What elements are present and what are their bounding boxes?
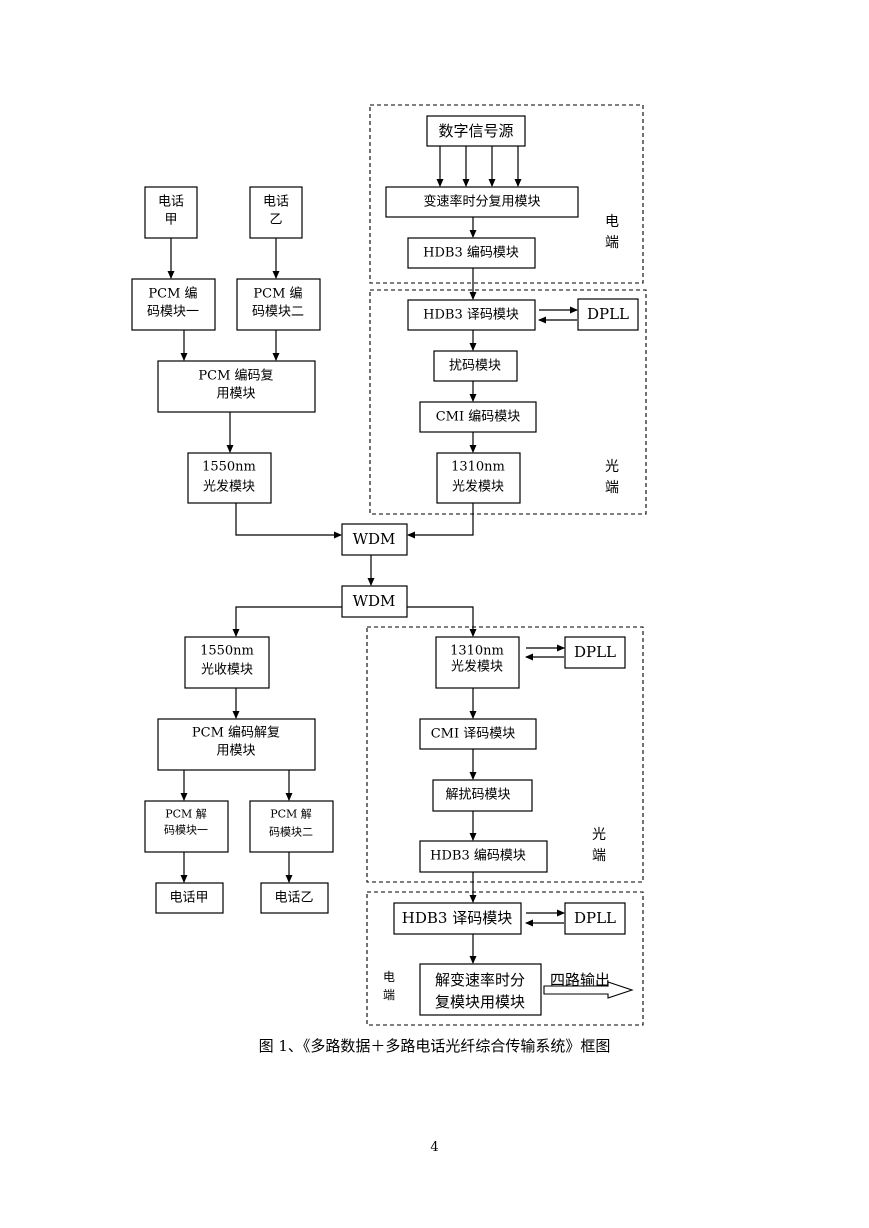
cmi-decoder-label: CMI 译码模块 bbox=[431, 727, 516, 742]
pcm-mux-label-2: 用模块 bbox=[216, 387, 255, 402]
tx-1310nm-block bbox=[436, 452, 521, 504]
rx-1550nm-block bbox=[184, 636, 270, 689]
phone-a-top-label-1: 电话 bbox=[158, 195, 184, 210]
phone-b-top-label-1: 电话 bbox=[263, 195, 289, 210]
tx-1550nm-label-1: 1550nm bbox=[202, 460, 256, 475]
dpll-2-label: DPLL bbox=[574, 643, 616, 661]
pcm-mux-label-1: PCM 编码复 bbox=[198, 369, 273, 384]
region-label-electrical-top-2: 端 bbox=[605, 235, 619, 251]
phone-a-bottom-block bbox=[155, 882, 224, 914]
variable-rate-tdm-label: 变速率时分复用模块 bbox=[423, 194, 540, 210]
region-optical-end-bottom bbox=[366, 626, 644, 883]
dpll-1-label: DPLL bbox=[587, 305, 629, 323]
pcm-demux-block bbox=[157, 718, 316, 771]
dpll-3-label: DPLL bbox=[574, 909, 616, 927]
pcm-decoder-2-label-1: PCM 解 bbox=[270, 807, 312, 821]
dpll-2-block bbox=[564, 636, 626, 669]
region-electrical-end-top bbox=[369, 104, 644, 284]
pcm-decoder-1-block bbox=[144, 800, 229, 853]
region-label-optical-bottom-1: 光 bbox=[592, 827, 606, 843]
phone-b-top-label-2: 乙 bbox=[269, 213, 282, 228]
region-label-optical-bottom-2: 端 bbox=[592, 848, 606, 864]
variable-rate-demux-block bbox=[419, 963, 542, 1016]
wdm-2-label: WDM bbox=[353, 592, 396, 610]
phone-b-bottom-block bbox=[260, 882, 329, 914]
pcm-decoder-2-label-2: 码模块二 bbox=[269, 826, 313, 839]
wdm-1-block bbox=[341, 523, 408, 556]
dpll-3-block bbox=[564, 902, 626, 935]
region-label-electrical-bottom-2: 端 bbox=[383, 988, 395, 1002]
descrambler-label: 解扰码模块 bbox=[445, 788, 510, 803]
phone-a-top-label-2: 甲 bbox=[164, 213, 177, 228]
pcm-encoder-1-label-2: 码模块一 bbox=[147, 305, 199, 320]
pcm-encoder-2-block bbox=[236, 278, 321, 331]
wdm-2-block bbox=[341, 585, 408, 618]
tx-1550nm-block bbox=[187, 452, 272, 504]
pcm-mux-block bbox=[157, 360, 316, 413]
phone-a-top-block bbox=[144, 186, 198, 239]
phone-b-top-block bbox=[249, 186, 303, 239]
pcm-decoder-2-block bbox=[249, 800, 334, 853]
rx-1310nm-block bbox=[435, 636, 520, 689]
tx-1310nm-label-1: 1310nm bbox=[451, 460, 505, 475]
pcm-encoder-2-label-1: PCM 编 bbox=[253, 287, 302, 302]
figure-caption: 图 1、《多路数据＋多路电话光纤综合传输系统》框图 bbox=[258, 1037, 611, 1055]
tx-1310nm-label-2: 光发模块 bbox=[452, 479, 504, 495]
variable-rate-tdm-block bbox=[385, 186, 579, 218]
arrow-wdm2-to-rx1550 bbox=[232, 606, 342, 637]
digital-signal-source-label: 数字信号源 bbox=[438, 122, 513, 140]
phone-b-bottom-label: 电话乙 bbox=[274, 891, 313, 906]
pcm-decoder-1-label-1: PCM 解 bbox=[165, 807, 207, 821]
region-electrical-end-bottom bbox=[366, 891, 644, 1026]
dpll-1-block bbox=[577, 298, 639, 331]
rx-1310nm-label-2: 光发模块 bbox=[451, 659, 503, 675]
hdb3-decoder-top-label: HDB3 译码模块 bbox=[423, 308, 519, 323]
hdb3-encoder-top-label: HDB3 编码模块 bbox=[423, 246, 519, 261]
scrambler-label: 扰码模块 bbox=[449, 359, 501, 374]
arrow-wdm2-to-rx1310 bbox=[407, 606, 477, 637]
cmi-decoder-block bbox=[419, 718, 537, 750]
pcm-demux-label-2: 用模块 bbox=[216, 744, 255, 759]
region-label-optical-top-2: 端 bbox=[605, 480, 619, 496]
pcm-encoder-2-label-2: 码模块二 bbox=[252, 305, 304, 320]
hdb3-encoder-bottom-block bbox=[419, 840, 548, 873]
pcm-demux-label-1: PCM 编码解复 bbox=[192, 726, 280, 741]
tx-1550nm-label-2: 光发模块 bbox=[203, 479, 255, 495]
hdb3-encoder-bottom-label: HDB3 编码模块 bbox=[430, 849, 526, 864]
page-number: 4 bbox=[430, 1140, 439, 1155]
variable-rate-demux-label-2: 复模块用模块 bbox=[435, 993, 525, 1011]
hdb3-encoder-top-block bbox=[407, 237, 536, 269]
region-optical-end-top bbox=[369, 289, 647, 515]
hdb3-decoder-bottom-label: HDB3 译码模块 bbox=[402, 909, 512, 927]
four-output-arrow-icon bbox=[543, 981, 634, 999]
descrambler-block bbox=[432, 779, 533, 812]
scrambler-block bbox=[433, 350, 518, 382]
rx-1550nm-label-1: 1550nm bbox=[200, 644, 254, 659]
region-label-electrical-top-1: 电 bbox=[605, 214, 619, 230]
phone-a-bottom-label: 电话甲 bbox=[169, 891, 208, 906]
pcm-encoder-1-label-1: PCM 编 bbox=[148, 287, 197, 302]
digital-signal-source-block bbox=[426, 115, 526, 147]
rx-1550nm-label-2: 光收模块 bbox=[201, 663, 253, 678]
rx-1310nm-label-1: 1310nm bbox=[450, 644, 504, 659]
arrow-tx1310-to-wdm1 bbox=[407, 503, 474, 539]
pcm-decoder-1-label-2: 码模块一 bbox=[164, 824, 208, 837]
variable-rate-demux-label-1: 解变速率时分 bbox=[435, 971, 525, 989]
cmi-encoder-block bbox=[419, 401, 537, 433]
arrow-tx1550-to-wdm1 bbox=[235, 503, 342, 539]
region-label-electrical-bottom-1: 电 bbox=[383, 970, 395, 984]
wdm-1-label: WDM bbox=[353, 530, 396, 548]
cmi-encoder-label: CMI 编码模块 bbox=[436, 410, 521, 425]
four-output-label: 四路输出 bbox=[550, 971, 610, 989]
hdb3-decoder-top-block bbox=[407, 299, 536, 331]
pcm-encoder-1-block bbox=[131, 278, 216, 331]
hdb3-decoder-bottom-block bbox=[393, 902, 522, 935]
region-label-optical-top-1: 光 bbox=[605, 459, 619, 475]
